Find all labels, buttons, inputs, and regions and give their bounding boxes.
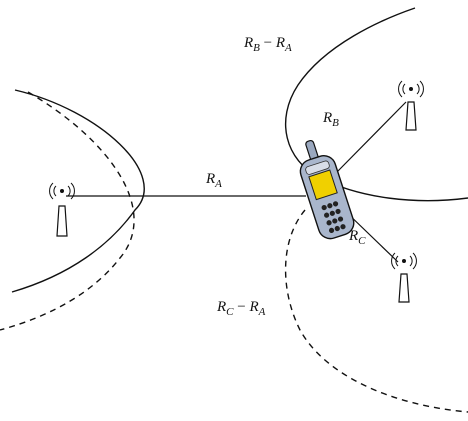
circle-ra-solid-arc [11, 89, 145, 293]
label-rb-minus-ra: RB − RA [243, 35, 292, 54]
circle-rc-minus-ra-arc [284, 209, 468, 413]
label-rb: RB [322, 110, 339, 129]
circle-ra-dashed-arc [0, 91, 135, 331]
antenna-tower-c-icon [391, 252, 417, 303]
label-rc: RC [348, 228, 366, 247]
label-ra: RA [205, 171, 222, 190]
antenna-tower-a-icon [49, 182, 75, 237]
range-line-rb [336, 101, 407, 173]
antenna-tower-b-icon [398, 80, 424, 131]
mobile-phone-icon [299, 139, 355, 240]
circle-rb-arc [285, 7, 468, 202]
label-rc-minus-ra: RC − RA [216, 299, 266, 318]
